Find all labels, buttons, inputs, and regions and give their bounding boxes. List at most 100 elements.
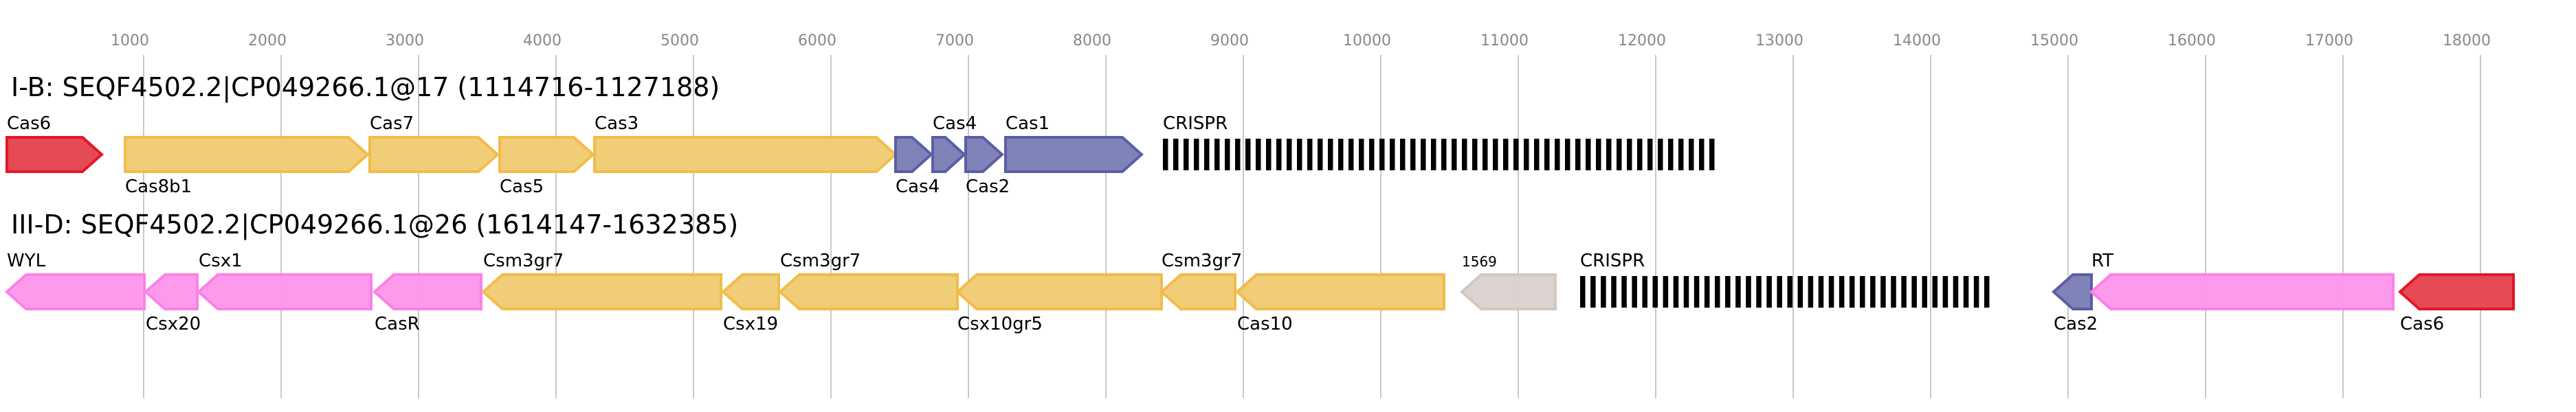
crispr-array[interactable]: CRISPR <box>1580 251 1990 308</box>
crispr-repeat <box>1565 139 1570 170</box>
gene-cas5[interactable]: Cas5 <box>498 136 596 197</box>
gene-casr[interactable]: CasR <box>372 273 482 334</box>
gene-cas1[interactable]: Cas1 <box>1004 113 1144 173</box>
gene-label: Csm3gr7 <box>1162 251 1242 271</box>
loci: I-B: SEQF4502.2|CP049266.1@17 (1114716-1… <box>4 72 2515 334</box>
gene-arrow <box>894 136 934 173</box>
gene-arrow <box>1234 273 1445 310</box>
axis-tick-label: 1000 <box>111 32 149 49</box>
crispr-repeat <box>1163 139 1168 170</box>
gene-csm3gr7[interactable]: Csm3gr7 <box>777 251 959 310</box>
gene-cas2[interactable]: Cas2 <box>2051 273 2098 334</box>
gene-label: Csm3gr7 <box>483 251 564 271</box>
crispr-repeat <box>1891 276 1896 308</box>
crispr-repeat <box>1287 139 1292 170</box>
crispr-repeat <box>1922 276 1928 308</box>
crispr-repeat <box>1808 276 1814 308</box>
crispr-repeat <box>1590 276 1596 308</box>
crispr-repeat <box>1984 276 1990 308</box>
gene-cas10[interactable]: Cas10 <box>1234 273 1445 334</box>
crispr-repeat <box>1194 139 1199 170</box>
crispr-repeat <box>1828 276 1834 308</box>
crispr-repeat <box>1266 139 1272 170</box>
crispr-repeat <box>1390 139 1395 170</box>
crispr-repeat <box>1338 139 1344 170</box>
crispr-repeat <box>1714 276 1720 308</box>
crispr-repeat <box>1647 139 1653 170</box>
axis-tick-label: 13000 <box>1755 32 1803 49</box>
crispr-repeat <box>1472 139 1478 170</box>
crispr-repeat <box>1942 276 1948 308</box>
crispr-repeat <box>1452 139 1457 170</box>
crispr-array[interactable]: CRISPR <box>1163 113 1715 170</box>
gene-label: WYL <box>7 251 46 271</box>
gene-arrow <box>955 273 1163 310</box>
crispr-repeat <box>1709 139 1715 170</box>
gene-csx10gr5[interactable]: Csx10gr5 <box>955 273 1163 334</box>
crispr-repeat <box>1524 139 1529 170</box>
crispr-repeat <box>1359 139 1364 170</box>
axis-tick-label: 5000 <box>660 32 699 49</box>
gene-arrow <box>964 136 1005 173</box>
crispr-repeat <box>1787 276 1793 308</box>
gene-wyl[interactable]: WYL <box>4 251 146 310</box>
axis-tick-label: 11000 <box>1480 32 1529 49</box>
gene-csx19[interactable]: Csx19 <box>720 273 780 334</box>
axis-tick-label: 14000 <box>1893 32 1941 49</box>
gene-cas4[interactable]: Cas4 <box>894 136 940 197</box>
gene-label: Cas1 <box>1006 113 1050 134</box>
crispr-repeat <box>1580 276 1586 308</box>
crispr-repeat <box>1870 276 1876 308</box>
gene-cas2[interactable]: Cas2 <box>964 136 1010 197</box>
gene-arrow <box>1004 136 1144 173</box>
crispr-repeat <box>1410 139 1416 170</box>
axis-tick-label: 4000 <box>523 32 562 49</box>
crispr-repeat <box>1668 139 1674 170</box>
crispr-repeat <box>1606 139 1612 170</box>
gene-cas4[interactable]: Cas4 <box>931 113 977 173</box>
crispr-repeat <box>1611 276 1617 308</box>
crispr-repeat <box>1513 139 1519 170</box>
gene-rt[interactable]: RT <box>2089 251 2395 310</box>
gene-arrow <box>372 273 482 310</box>
gene-label: Cas2 <box>966 176 1010 197</box>
gene-cas6[interactable]: Cas6 <box>2397 273 2515 334</box>
locus-title: III-D: SEQF4502.2|CP049266.1@26 (1614147… <box>11 209 738 240</box>
crispr-repeat <box>1245 139 1251 170</box>
crispr-repeat <box>1256 139 1261 170</box>
crispr-repeat <box>1637 139 1643 170</box>
gene-csx1[interactable]: Csx1 <box>196 251 373 310</box>
axis-tick-label: 12000 <box>1618 32 1666 49</box>
gene-arrow <box>593 136 898 173</box>
crispr-repeat <box>1555 139 1560 170</box>
gene-cas6[interactable]: Cas6 <box>5 113 104 173</box>
locus-2: III-D: SEQF4502.2|CP049266.1@26 (1614147… <box>4 209 2515 334</box>
crispr-repeat <box>1901 276 1907 308</box>
crispr-repeat <box>1797 276 1803 308</box>
crispr-repeat <box>1431 139 1436 170</box>
gene-csx20[interactable]: Csx20 <box>143 273 201 334</box>
crispr-repeat <box>1318 139 1323 170</box>
gene-cas8b1[interactable]: Cas8b1 <box>124 136 370 197</box>
crispr-repeat <box>1503 139 1509 170</box>
axis-tick-label: 7000 <box>935 32 974 49</box>
crispr-repeat <box>1818 276 1824 308</box>
gene-label: Cas6 <box>7 113 51 134</box>
crispr-repeat <box>1673 276 1679 308</box>
gene-label: Cas8b1 <box>125 176 192 197</box>
gene-arrow <box>931 136 966 173</box>
crispr-repeat <box>1493 139 1498 170</box>
gene-label: Cas6 <box>2400 314 2444 334</box>
gene-arrow <box>368 136 500 173</box>
gene-csm3gr7[interactable]: Csm3gr7 <box>1159 251 1242 310</box>
gene-arrow <box>124 136 370 173</box>
gene-1569[interactable]: 1569 <box>1459 253 1557 310</box>
axis-tick-label: 2000 <box>248 32 287 49</box>
gene-label: Cas2 <box>2054 314 2098 334</box>
axis-tick-label: 15000 <box>2030 32 2078 49</box>
gene-cas7[interactable]: Cas7 <box>368 113 500 173</box>
gene-cas3[interactable]: Cas3 <box>593 113 898 173</box>
gene-csm3gr7[interactable]: Csm3gr7 <box>480 251 722 310</box>
gene-label: Cas7 <box>370 113 414 134</box>
